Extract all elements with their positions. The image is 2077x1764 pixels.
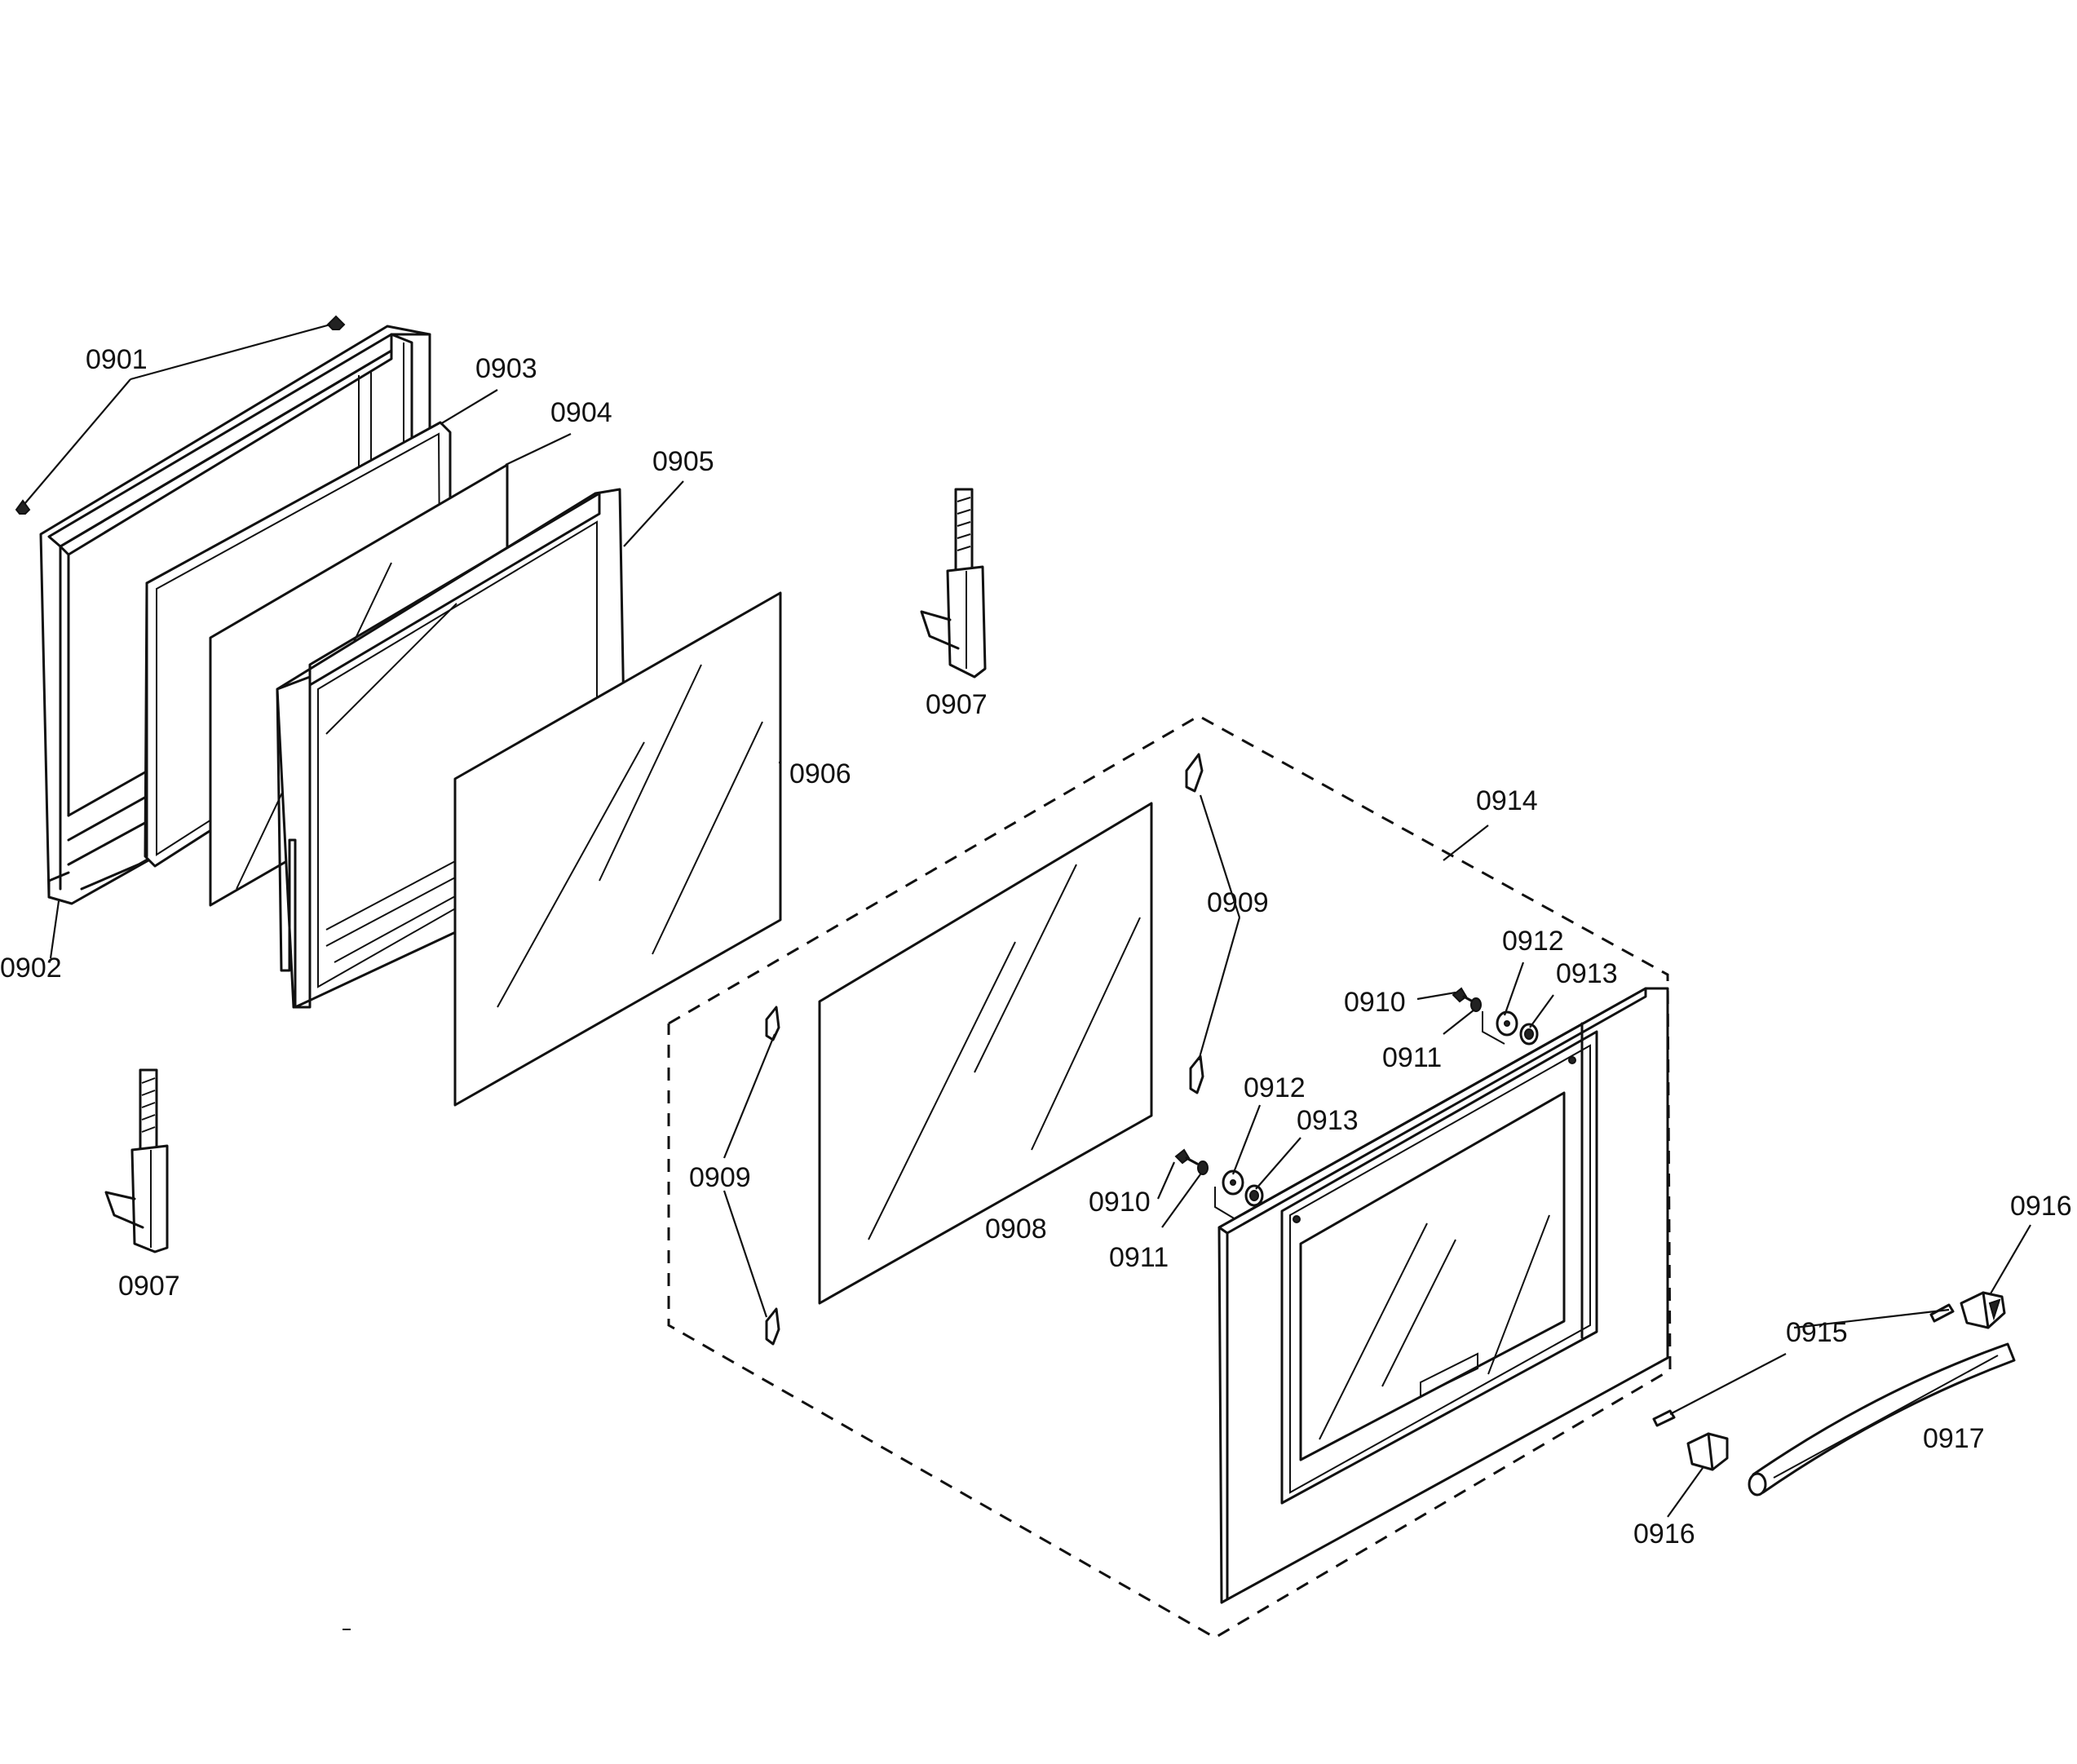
glass-0908	[818, 802, 1153, 1305]
screw-0901-top	[326, 315, 346, 330]
label-0903: 0903	[475, 353, 537, 384]
part-labels: 0901 0902 0903 0904 0905 0906 0907 0907 …	[0, 344, 2072, 1550]
assembly-outline-0914	[667, 714, 1672, 1639]
label-0914: 0914	[1476, 785, 1538, 816]
label-0904: 0904	[550, 397, 612, 428]
clip-0909-bottom-left	[765, 1307, 780, 1346]
handle-bar-0917	[1748, 1342, 2016, 1497]
screw-0910-upper	[1452, 987, 1474, 1003]
label-0911-lower: 0911	[1109, 1242, 1169, 1273]
washer-0913-lower	[1244, 1184, 1264, 1207]
label-0916-upper: 0916	[2010, 1191, 2072, 1222]
outer-door-panel	[1214, 987, 1669, 1604]
hinge-0907-top	[920, 488, 987, 679]
screw-0910-lower	[1174, 1148, 1199, 1165]
washer-0913-upper	[1519, 1023, 1539, 1046]
washer-0912-upper	[1496, 1010, 1518, 1037]
clip-0909-top-right	[1185, 753, 1204, 793]
leader-lines	[24, 323, 2031, 1518]
pin-0915-lower	[1652, 1409, 1676, 1427]
label-0905: 0905	[652, 446, 714, 477]
label-0913-upper: 0913	[1556, 958, 1618, 989]
screw-0901-left	[15, 499, 31, 515]
label-0908: 0908	[985, 1214, 1047, 1245]
label-0912-lower: 0912	[1244, 1072, 1306, 1103]
hinge-0907-bottom	[104, 1068, 169, 1253]
label-0911-upper: 0911	[1382, 1042, 1442, 1073]
label-0912-upper: 0912	[1502, 926, 1564, 957]
endcap-0916-upper	[1960, 1291, 2006, 1329]
label-0909-right: 0909	[1207, 887, 1269, 918]
clip-0909-mid-right	[1189, 1054, 1204, 1094]
label-0910-lower: 0910	[1089, 1187, 1151, 1218]
clip-0909-top-left	[765, 1006, 780, 1041]
label-0901: 0901	[86, 344, 148, 375]
washer-0912-lower	[1222, 1169, 1244, 1196]
label-0906: 0906	[789, 758, 851, 789]
pin-0915-upper	[1929, 1303, 1955, 1323]
endcap-0916-lower	[1686, 1432, 1729, 1471]
label-0916-lower: 0916	[1633, 1519, 1695, 1550]
label-0909-left: 0909	[689, 1162, 751, 1193]
label-0910-upper: 0910	[1344, 987, 1406, 1018]
glass-0906	[453, 591, 782, 1107]
label-0915: 0915	[1786, 1317, 1848, 1348]
washer-0911-lower	[1197, 1161, 1209, 1175]
label-0917: 0917	[1923, 1423, 1985, 1454]
label-0902: 0902	[0, 953, 62, 984]
washer-0911-upper	[1470, 997, 1482, 1012]
label-0907-bottom: 0907	[118, 1271, 180, 1302]
label-0907-top: 0907	[926, 689, 988, 720]
label-0913-lower: 0913	[1297, 1105, 1359, 1136]
